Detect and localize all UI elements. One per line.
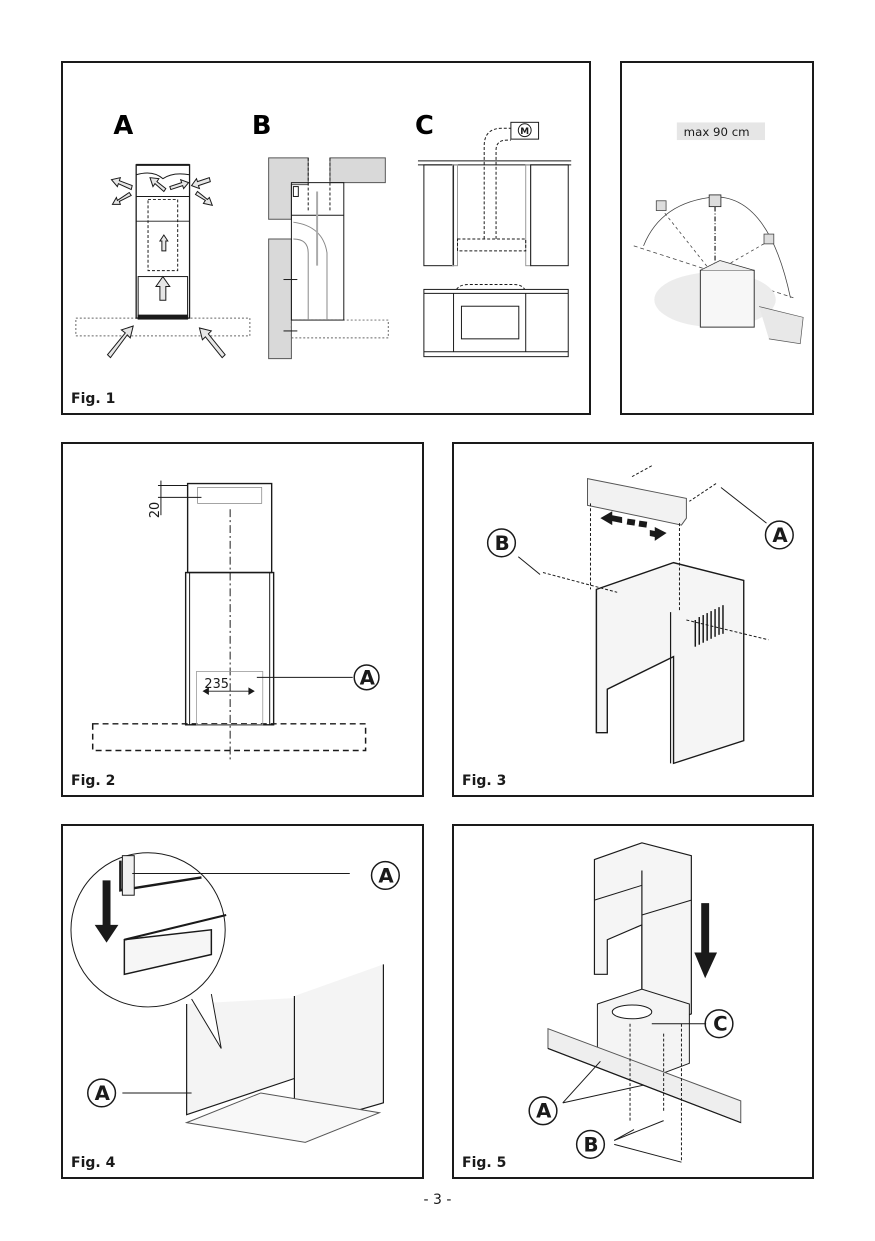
callout-a-top: A <box>378 864 394 887</box>
figure-1-height-panel: max 90 cm <box>620 61 814 415</box>
callout-a-bottom: A <box>95 1082 111 1105</box>
figure-5-caption: Fig. 5 <box>462 1155 507 1171</box>
hood-recirculation-drawing <box>75 163 251 359</box>
figure-3-diagram: B A <box>486 465 794 765</box>
callout-a: A <box>360 666 376 689</box>
max-height-label: max 90 cm <box>684 125 750 139</box>
callout-a: A <box>772 524 788 547</box>
figure-1-diagram: A B C <box>75 111 572 360</box>
section-b-letter: B <box>252 111 272 141</box>
hood-height-diagram: max 90 cm <box>633 122 804 345</box>
callout-b: B <box>495 532 510 555</box>
figure-1-panel: A B C <box>61 61 591 415</box>
figure-5-diagram: C A B <box>528 842 742 1163</box>
section-a-letter: A <box>113 111 133 141</box>
figure-1-caption: Fig. 1 <box>71 391 116 407</box>
section-c-letter: C <box>415 111 434 141</box>
down-arrow-icon <box>94 880 119 943</box>
figure-4-panel: A A Fig. 4 <box>61 824 424 1179</box>
figure-2-caption: Fig. 2 <box>71 773 116 789</box>
figure-3-caption: Fig. 3 <box>462 773 507 789</box>
figure-2-panel: 235 20 A Fig. 2 <box>61 442 424 797</box>
width-dimension: 235 <box>204 677 229 692</box>
hood-wall-duct-drawing <box>268 157 389 360</box>
callout-b: B <box>584 1133 599 1156</box>
figure-2-diagram: 235 20 A <box>91 480 380 761</box>
top-offset-dimension: 20 <box>148 502 163 518</box>
hood-external-motor-drawing: M <box>417 121 572 358</box>
callout-c: C <box>713 1013 728 1036</box>
slot-vents <box>694 605 724 647</box>
dimension-label-box <box>676 122 765 141</box>
down-arrow-icon <box>694 903 718 979</box>
figure-5-panel: C A B Fig. 5 <box>452 824 814 1179</box>
callout-a: A <box>536 1100 552 1123</box>
motor-label: M <box>520 127 529 137</box>
figure-4-diagram: A A <box>70 852 400 1143</box>
figure-3-panel: B A Fig. 3 <box>452 442 814 797</box>
figure-4-caption: Fig. 4 <box>71 1155 116 1171</box>
slide-arrow <box>600 511 667 541</box>
page-number: - 3 - <box>423 1192 452 1208</box>
